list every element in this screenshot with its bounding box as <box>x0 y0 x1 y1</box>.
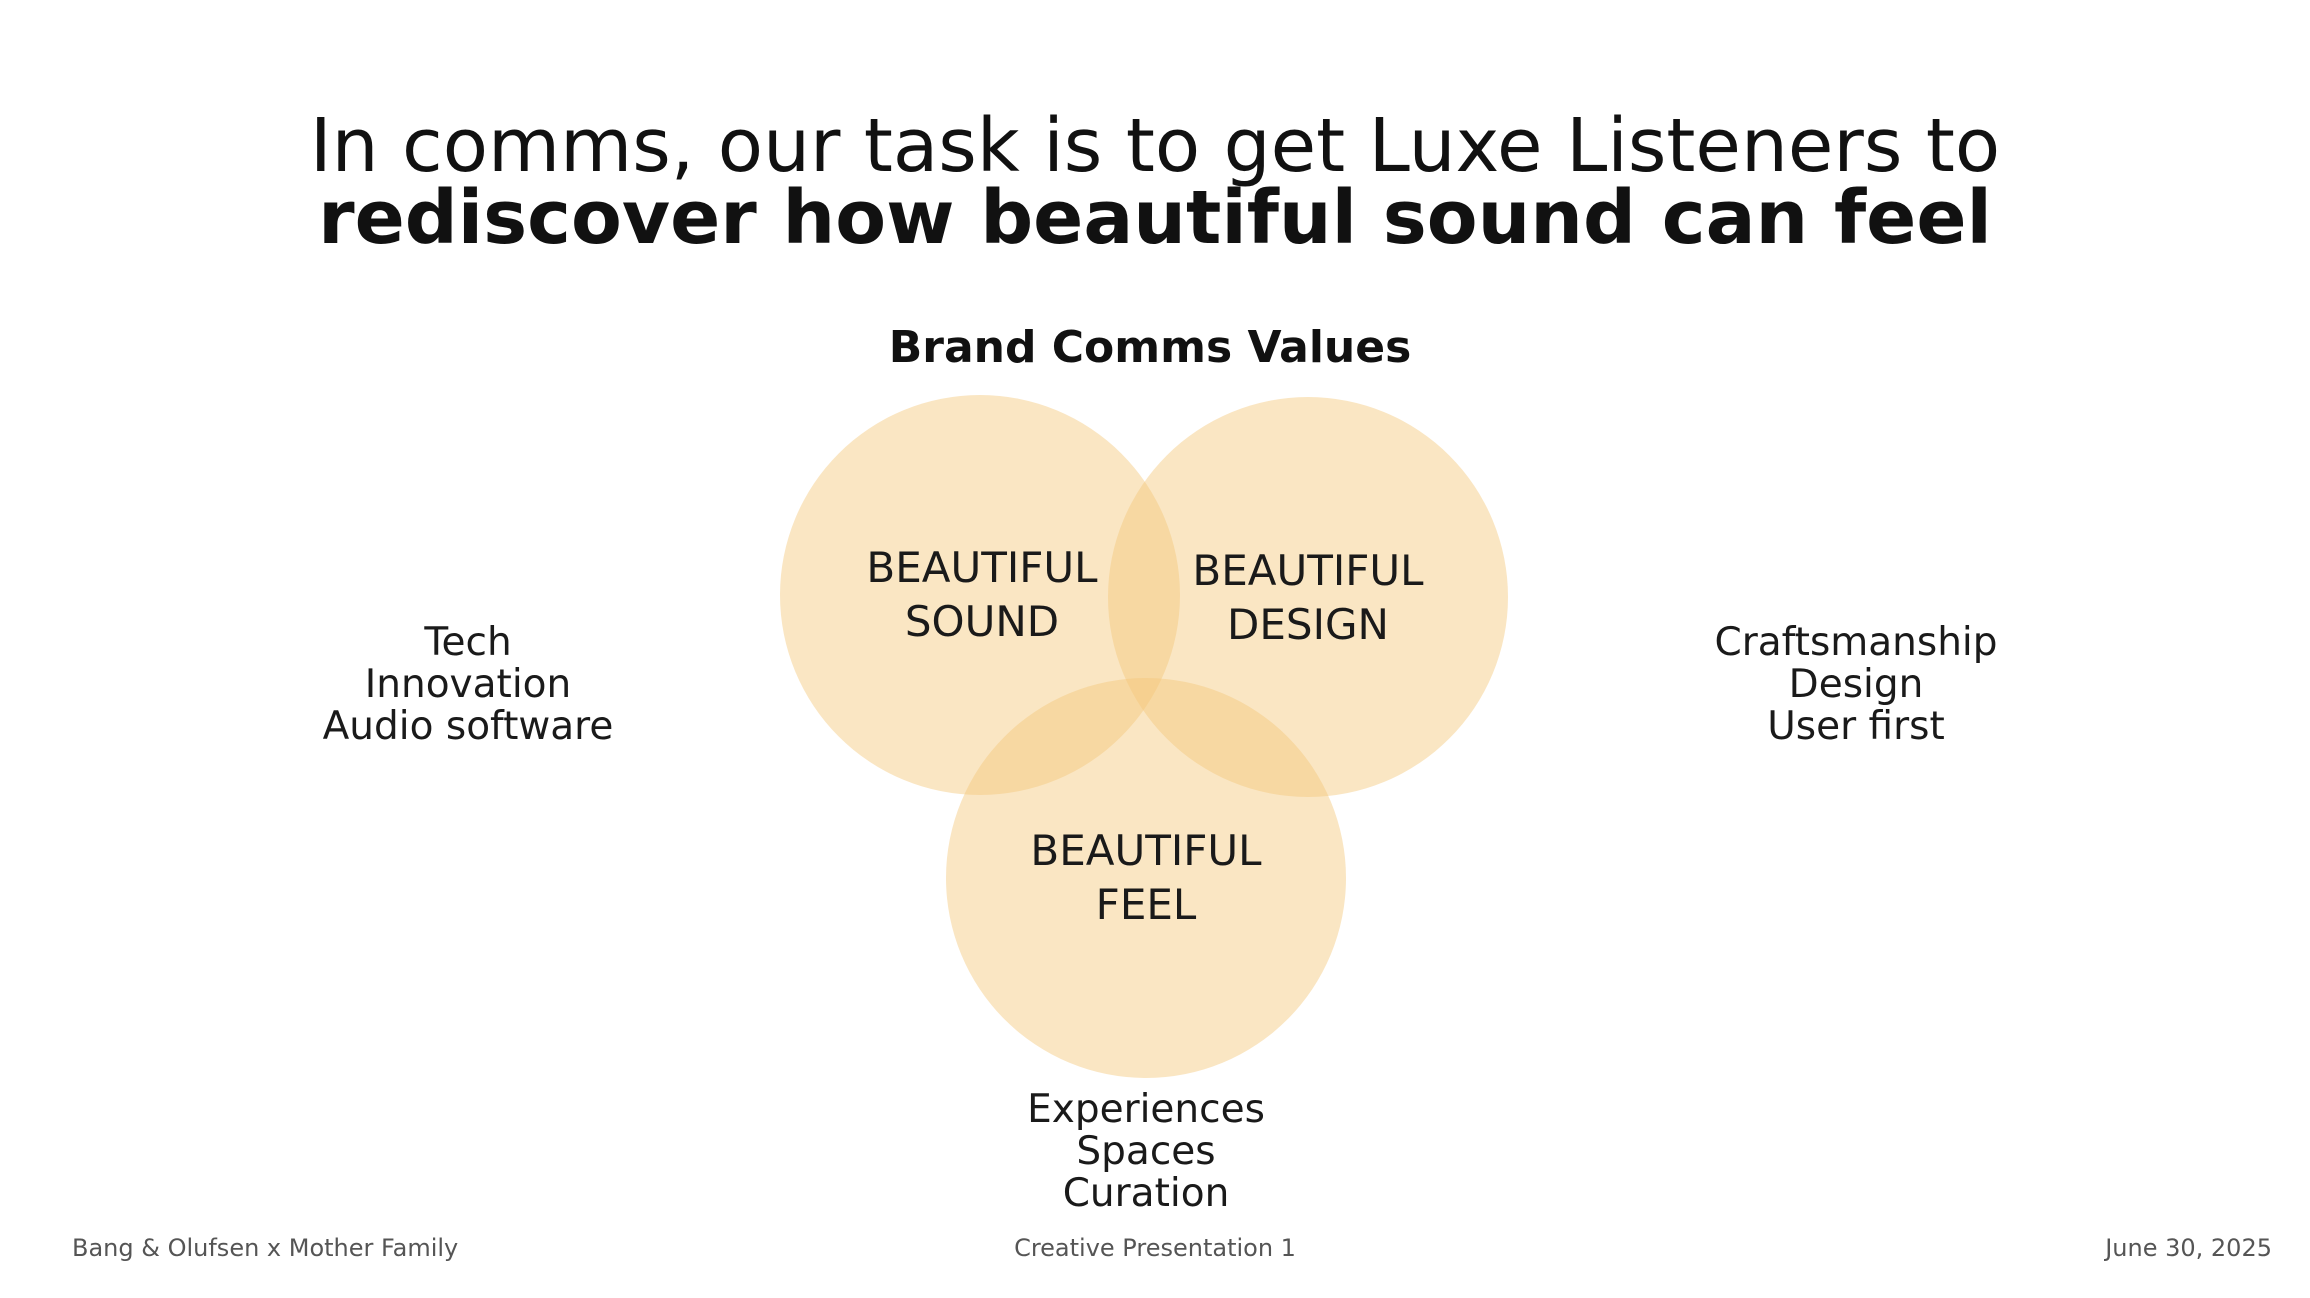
right-list-item: User first <box>1767 704 1945 749</box>
left-attribute-list: Tech Innovation Audio software <box>258 622 678 748</box>
venn-circle-sound <box>780 395 1180 795</box>
headline-line-2: rediscover how beautiful sound can feel <box>318 175 1992 261</box>
footer-date: June 30, 2025 <box>2105 1234 2272 1262</box>
headline-line-1: In comms, our task is to get Luxe Listen… <box>309 103 2001 189</box>
bottom-list-item: Spaces <box>1076 1129 1216 1174</box>
circle-label-sound-line1: BEAUTIFUL <box>866 543 1098 592</box>
circle-label-feel: BEAUTIFUL FEEL <box>976 824 1316 932</box>
footer-client: Bang & Olufsen x Mother Family <box>72 1234 459 1262</box>
footer-presentation-title: Creative Presentation 1 <box>1014 1234 1296 1262</box>
left-list-item: Tech <box>424 620 512 665</box>
circle-label-sound: BEAUTIFUL SOUND <box>812 541 1152 649</box>
left-list-item: Audio software <box>322 704 614 749</box>
right-list-item: Craftsmanship <box>1714 620 1998 665</box>
diagram-title: Brand Comms Values <box>888 322 1412 373</box>
right-attribute-list: Craftsmanship Design User first <box>1646 622 2066 748</box>
right-list-item: Design <box>1788 662 1924 707</box>
left-list-item: Innovation <box>364 662 572 707</box>
bottom-attribute-list: Experiences Spaces Curation <box>936 1089 1356 1215</box>
circle-label-design-line1: BEAUTIFUL <box>1192 546 1424 595</box>
circle-label-design-line2: DESIGN <box>1227 600 1389 649</box>
circle-label-sound-line2: SOUND <box>904 597 1060 646</box>
circle-label-feel-line2: FEEL <box>1095 880 1197 929</box>
bottom-list-item: Experiences <box>1027 1087 1265 1132</box>
venn-circle-design <box>1108 397 1508 797</box>
circle-label-feel-line1: BEAUTIFUL <box>1030 826 1262 875</box>
bottom-list-item: Curation <box>1062 1171 1230 1216</box>
venn-circle-feel <box>946 678 1346 1078</box>
circle-label-design: BEAUTIFUL DESIGN <box>1138 544 1478 652</box>
